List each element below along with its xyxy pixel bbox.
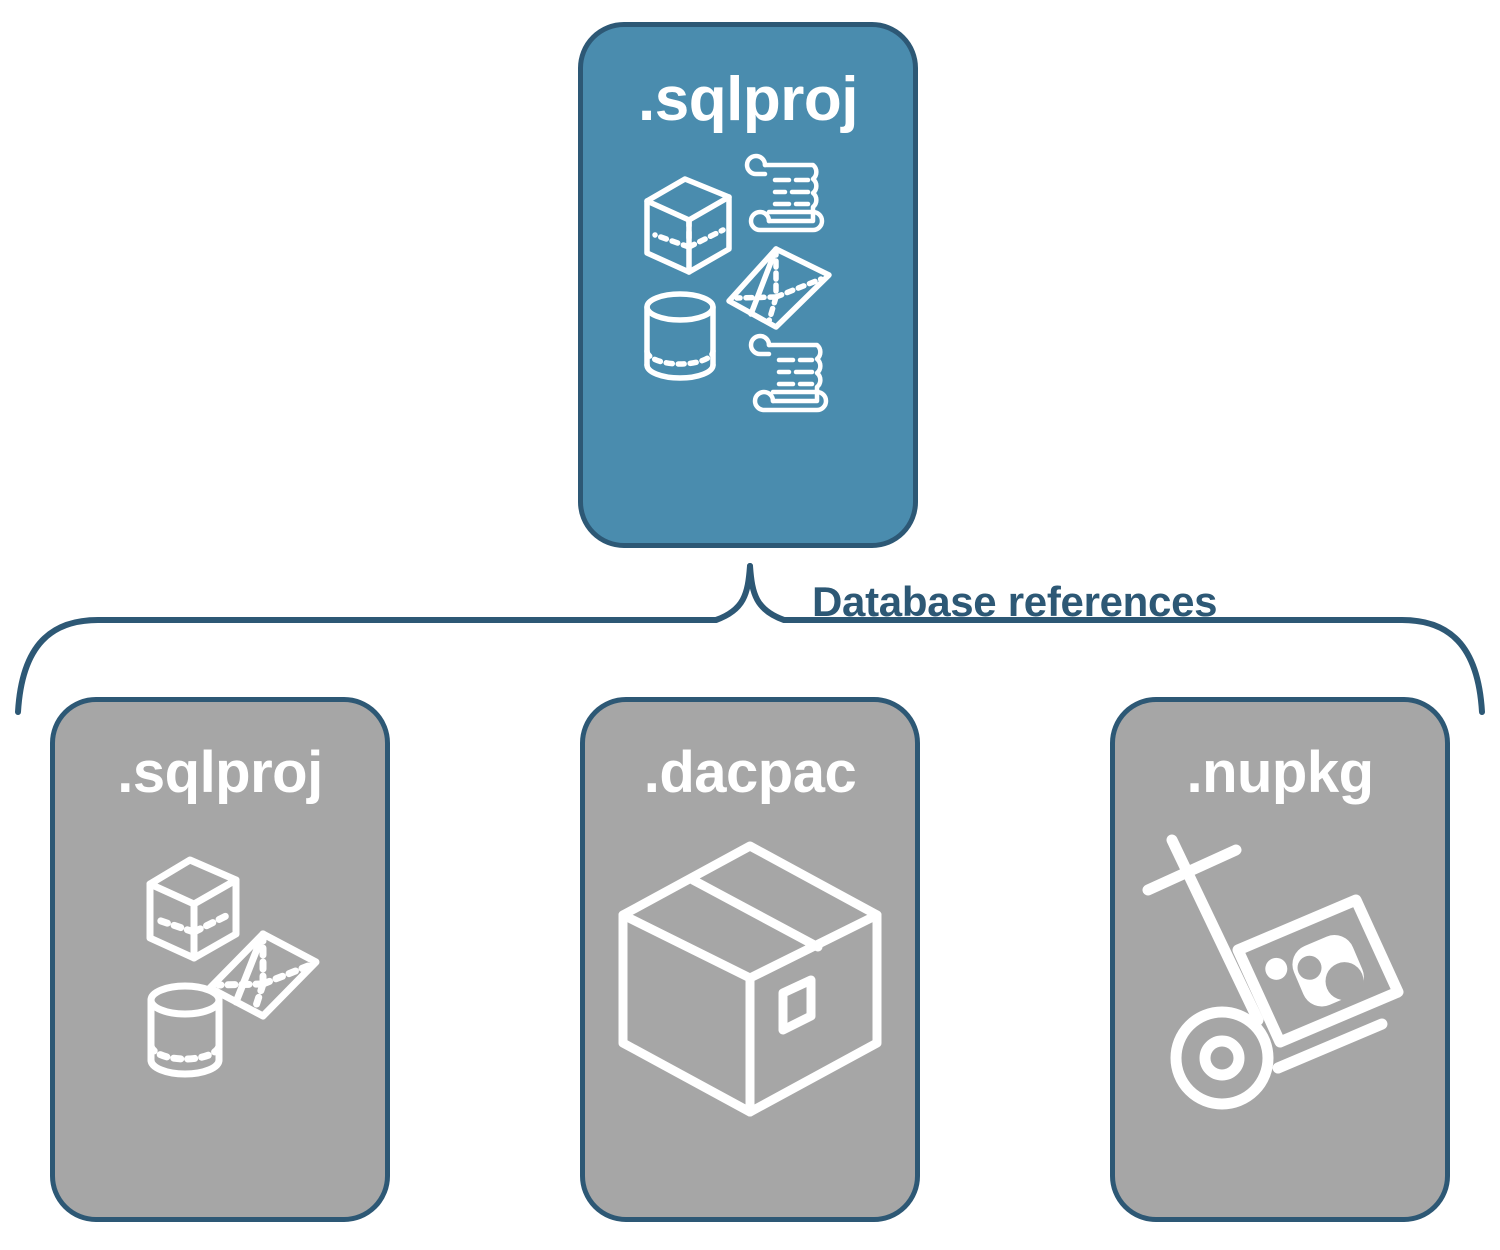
reference-card-nupkg[interactable]: .nupkg	[1110, 697, 1450, 1222]
cube-icon	[644, 176, 732, 275]
reference-card-label: .dacpac	[643, 740, 857, 805]
scroll-icon	[744, 153, 825, 233]
root-card-label: .sqlproj	[638, 65, 858, 134]
cylinder-icon	[147, 982, 223, 1078]
reference-card-icon-group	[110, 828, 330, 1123]
hand-truck-nuget-icon	[1142, 834, 1404, 1110]
cylinder-icon	[644, 291, 716, 381]
reference-card-label: .nupkg	[1186, 740, 1374, 805]
reference-card-icon-group	[1140, 828, 1420, 1123]
reference-card-icon-group	[605, 828, 895, 1133]
root-card-icon-group	[633, 153, 863, 428]
reference-card-dacpac[interactable]: .dacpac	[580, 697, 920, 1222]
root-card-sqlproj[interactable]: .sqlproj	[578, 22, 918, 548]
package-box-icon	[618, 841, 882, 1117]
cube-icon	[146, 856, 240, 962]
database-objects-icon-cluster	[146, 856, 320, 1078]
pyramid-icon	[726, 246, 832, 330]
database-references-brace	[15, 563, 1485, 715]
reference-card-label: .sqlproj	[117, 740, 323, 805]
database-objects-icon-cluster	[644, 153, 832, 413]
reference-card-sqlproj[interactable]: .sqlproj	[50, 697, 390, 1222]
scroll-icon	[748, 333, 829, 413]
brace-label: Database references	[812, 578, 1218, 625]
pyramid-icon	[206, 930, 320, 1020]
